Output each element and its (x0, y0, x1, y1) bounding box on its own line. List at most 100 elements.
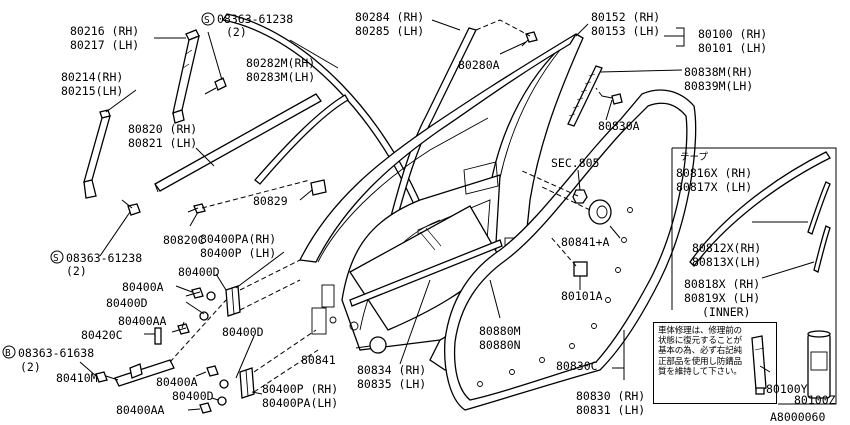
label-80400d-1: 80400D (178, 265, 220, 279)
bolt-80400a-2 (206, 365, 219, 377)
screw-s2 (121, 199, 141, 216)
repair-note-box: 車体修理は、修理前の状態に復元することが基本の為、必ず右記純正部品を使用し防錆品… (653, 322, 777, 404)
hinge-upper (225, 285, 241, 317)
mould-strip (254, 94, 349, 185)
label-80400a-1: 80400A (122, 280, 164, 294)
s-symbol-1 (201, 12, 215, 26)
bolt-80400a-1 (185, 287, 204, 299)
label-80216: 80216 (RH) (70, 24, 139, 38)
leader-lines (79, 19, 815, 411)
figure-id: A8000060 (770, 410, 825, 424)
plug-80841 (369, 336, 387, 354)
s1-mark: S (204, 15, 210, 26)
label-80835: 80835 (LH) (357, 377, 426, 391)
door-weatherstrip-80830c (444, 89, 697, 411)
tape-80812x (807, 181, 831, 235)
label-80400p-a: 80400P (LH) (200, 246, 276, 260)
spray-can-80100z (807, 330, 831, 399)
label-80839m: 80839M(LH) (684, 79, 753, 93)
screw-80820c (187, 203, 206, 214)
label-80214: 80214(RH) (61, 70, 123, 84)
sash-channel-80216 (172, 29, 200, 124)
label-80400aa-1: 80400AA (118, 314, 167, 328)
pad-80829 (310, 179, 327, 196)
label-80100: 80100 (RH) (698, 27, 767, 41)
label-b-code: 08363-61638 (18, 346, 94, 360)
label-s2-code: 08363-61238 (66, 251, 142, 265)
label-80830a: 80830A (598, 119, 640, 133)
label-b-qty: (2) (20, 360, 41, 374)
washer-80400d-4 (217, 396, 227, 406)
b-symbol (2, 345, 16, 359)
label-80152: 80152 (RH) (591, 10, 660, 24)
bolt-80400aa-1 (171, 323, 190, 335)
label-s1-code: 08363-61238 (217, 12, 293, 26)
label-80282m: 80282M(RH) (246, 56, 315, 70)
washer-80400d-1 (206, 291, 216, 301)
s-symbol-2 (50, 250, 64, 264)
screw-80830a (601, 93, 623, 105)
label-80400d-2: 80400D (106, 296, 148, 310)
label-80153: 80153 (LH) (591, 24, 660, 38)
label-80841a: 80841+A (561, 235, 610, 249)
label-80284: 80284 (RH) (355, 10, 424, 24)
label-80831: 80831 (LH) (576, 403, 645, 417)
label-80420c: 80420C (81, 328, 123, 342)
label-80830: 80830 (RH) (576, 389, 645, 403)
label-80101a: 80101A (561, 289, 603, 303)
screw-s1 (204, 77, 227, 95)
screw-80280a (521, 31, 538, 47)
label-80841: 80841 (301, 353, 336, 367)
label-80217: 80217 (LH) (70, 38, 139, 52)
label-80838m: 80838M(RH) (684, 65, 753, 79)
label-80834: 80834 (RH) (357, 363, 426, 377)
grommet-80841a (588, 199, 612, 225)
s2-mark: S (53, 253, 59, 264)
tape-inset-frame (671, 147, 837, 405)
label-80813x: 80813X(LH) (692, 255, 761, 269)
label-80829: 80829 (253, 194, 288, 208)
sealant-tube-80100y (751, 335, 767, 395)
tape-80816x (689, 151, 831, 267)
label-80818x: 80818X (RH) (684, 277, 760, 291)
bolt-sec805 (572, 189, 588, 204)
check-link-80410m (95, 359, 175, 387)
label-80400d-3: 80400D (222, 325, 264, 339)
label-inner: (INNER) (702, 305, 750, 319)
label-80817x: 80817X (LH) (676, 180, 752, 194)
label-80880n: 80880N (479, 338, 521, 352)
label-80400aa-2: 80400AA (116, 403, 165, 417)
label-s2-qty: (2) (66, 264, 87, 278)
washer-80400d-2 (199, 311, 209, 321)
label-80283m: 80283M(LH) (246, 70, 315, 84)
label-80400pa-b: 80400PA(LH) (262, 396, 338, 410)
corner-finisher-80838m (567, 65, 603, 127)
label-80215: 80215(LH) (61, 84, 123, 98)
label-80100z: 80100Z (794, 393, 836, 407)
label-80285: 80285 (LH) (355, 24, 424, 38)
washer-80400d-3 (219, 379, 229, 389)
label-80821: 80821 (LH) (128, 136, 197, 150)
bolt-80400aa-2 (199, 402, 212, 414)
pin-80420c (154, 327, 162, 345)
label-80820c: 80820C (163, 233, 205, 247)
label-80830c: 80830C (556, 359, 598, 373)
label-80819x: 80819X (LH) (684, 291, 760, 305)
sash-strip-80820 (154, 93, 322, 192)
label-80812x: 80812X(RH) (692, 241, 761, 255)
label-80101: 80101 (LH) (698, 41, 767, 55)
label-80400d-4: 80400D (172, 389, 214, 403)
label-80400a-2: 80400A (156, 375, 198, 389)
label-tape: テープ (680, 152, 708, 163)
label-80280a: 80280A (458, 58, 500, 72)
b-mark: B (5, 348, 11, 359)
tape-80818x (813, 225, 831, 273)
label-80816x: 80816X (RH) (676, 166, 752, 180)
label-80400pa-a: 80400PA(RH) (200, 232, 276, 246)
label-80400p-b: 80400P (RH) (262, 382, 338, 396)
repair-note-text: 車体修理は、修理前の状態に復元することが基本の為、必ず右記純正部品を使用し防錆品… (658, 326, 742, 377)
label-80410m: 80410M (56, 371, 98, 385)
hinge-lower (239, 367, 255, 399)
clip-80101a (573, 261, 588, 277)
